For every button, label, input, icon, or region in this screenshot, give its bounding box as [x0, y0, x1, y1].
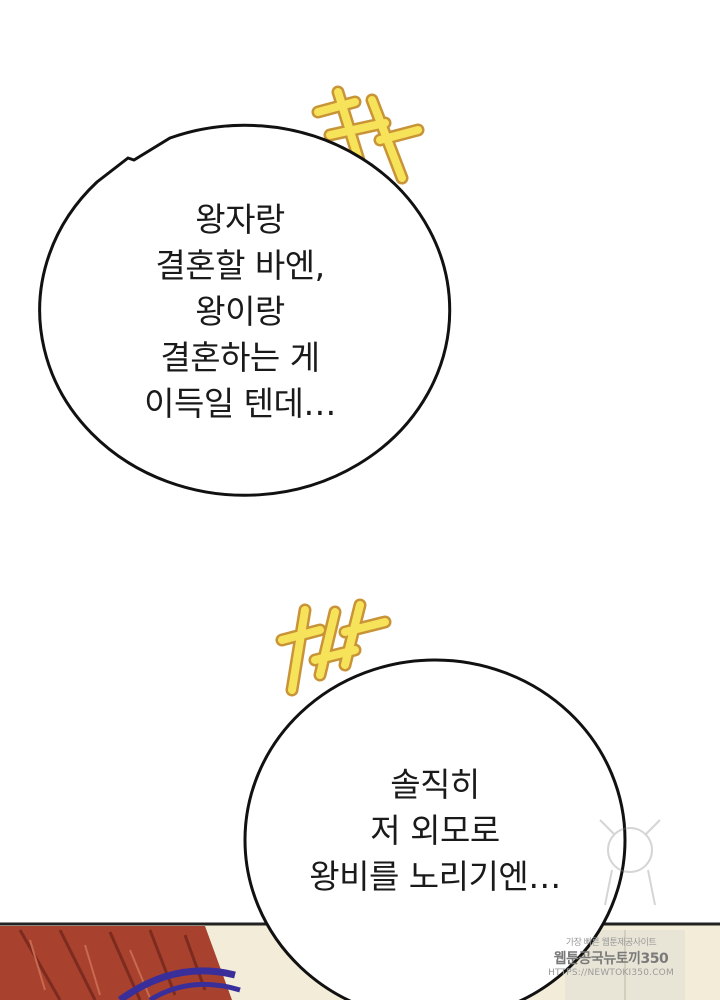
bubble-line: 왕이랑 — [195, 292, 285, 331]
site-watermark: 가장 빠른 웹툰제공사이트 웹툰공국뉴토끼350 HTTPS://NEWTOKI… — [536, 935, 686, 978]
watermark-line-2: 웹툰공국뉴토끼350 — [553, 951, 669, 967]
annoyance-marks-bottom — [275, 598, 392, 697]
annoyance-marks-top — [311, 85, 425, 185]
bubble-line: 결혼하는 게 — [160, 338, 320, 377]
speech-bubble-2-text: 솔직히 저 외모로 왕비를 노리기엔… — [270, 762, 600, 900]
bubble-line: 솔직히 — [390, 765, 480, 804]
watermark-line-1: 가장 빠른 웹툰제공사이트 — [565, 938, 657, 948]
bubble-line: 결혼할 바엔, — [155, 246, 325, 285]
speech-bubble-2 — [243, 658, 627, 1000]
speech-bubble-1-text: 왕자랑 결혼할 바엔, 왕이랑 결혼하는 게 이득일 텐데… — [90, 197, 390, 427]
bubble-line: 왕자랑 — [195, 200, 285, 239]
bubble-line: 이득일 텐데… — [144, 384, 336, 423]
speech-bubble-1 — [38, 123, 452, 497]
bubble-line: 왕비를 노리기엔… — [309, 857, 561, 896]
watermark-line-3: HTTPS://NEWTOKI350.COM — [548, 968, 674, 978]
bubble-line: 저 외모로 — [370, 811, 500, 850]
watermark-mascot — [599, 819, 661, 906]
